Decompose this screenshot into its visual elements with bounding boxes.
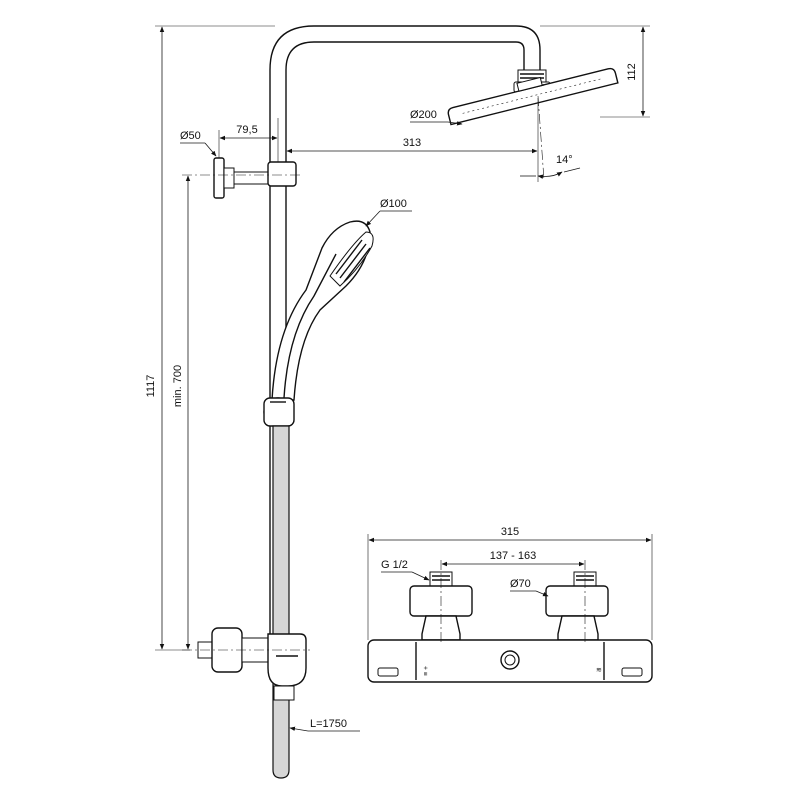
inlet-thread-label: G 1/2	[381, 559, 408, 571]
dimension-arm-reach: 313	[285, 137, 538, 160]
dimension-head-diameter: Ø200	[410, 109, 463, 126]
dimension-total-height: 1117	[145, 25, 275, 651]
head-drop-label: 112	[626, 63, 638, 81]
spray-nozzles	[335, 239, 371, 283]
arm-reach-label: 313	[403, 137, 421, 149]
dimension-hose-length: L=1750	[289, 718, 360, 732]
dimension-wall-offset: 79,5	[218, 118, 279, 162]
dimension-inlet-thread: G 1/2	[381, 559, 430, 581]
mixer-width-label: 315	[501, 526, 519, 538]
dimension-head-angle: 14°	[520, 98, 581, 182]
hose-length-label: L=1750	[310, 718, 347, 730]
min-height-label: min. 700	[172, 365, 184, 407]
inlet-spacing-label: 137 - 163	[490, 550, 536, 562]
dimension-wall-flange: Ø50	[180, 130, 217, 157]
wall-offset-label: 79,5	[236, 124, 257, 136]
hand-shower	[271, 220, 374, 401]
knob-diameter-label: Ø70	[510, 578, 531, 590]
temp-scale-marking: ≡ +	[423, 666, 430, 676]
hand-shower-label: Ø100	[380, 198, 407, 210]
mixer-body	[367, 639, 653, 683]
slider-holder	[263, 397, 295, 427]
wall-connection-bottom	[197, 627, 307, 701]
head-shower	[447, 67, 619, 126]
dimension-head-drop: 112	[540, 25, 650, 118]
total-height-label: 1117	[145, 375, 157, 398]
dimension-hand-shower: Ø100	[365, 198, 412, 227]
shower-hose	[272, 425, 290, 779]
head-angle-label: 14°	[556, 154, 573, 166]
dimension-inlet-spacing: 137 - 163	[441, 550, 585, 567]
dimension-min-height: min. 700	[172, 175, 191, 650]
thermostatic-mixer: ≡ + ≋	[367, 571, 653, 683]
center-lines	[182, 95, 586, 651]
dimension-mixer-width: 315	[367, 526, 653, 640]
flow-scale-marking: ≋	[596, 667, 602, 674]
inlet-right	[545, 571, 609, 641]
shower-column	[269, 25, 541, 641]
head-diameter-label: Ø200	[410, 109, 437, 121]
dimension-knob-diameter: Ø70	[510, 578, 549, 597]
wall-flange-label: Ø50	[180, 130, 201, 142]
